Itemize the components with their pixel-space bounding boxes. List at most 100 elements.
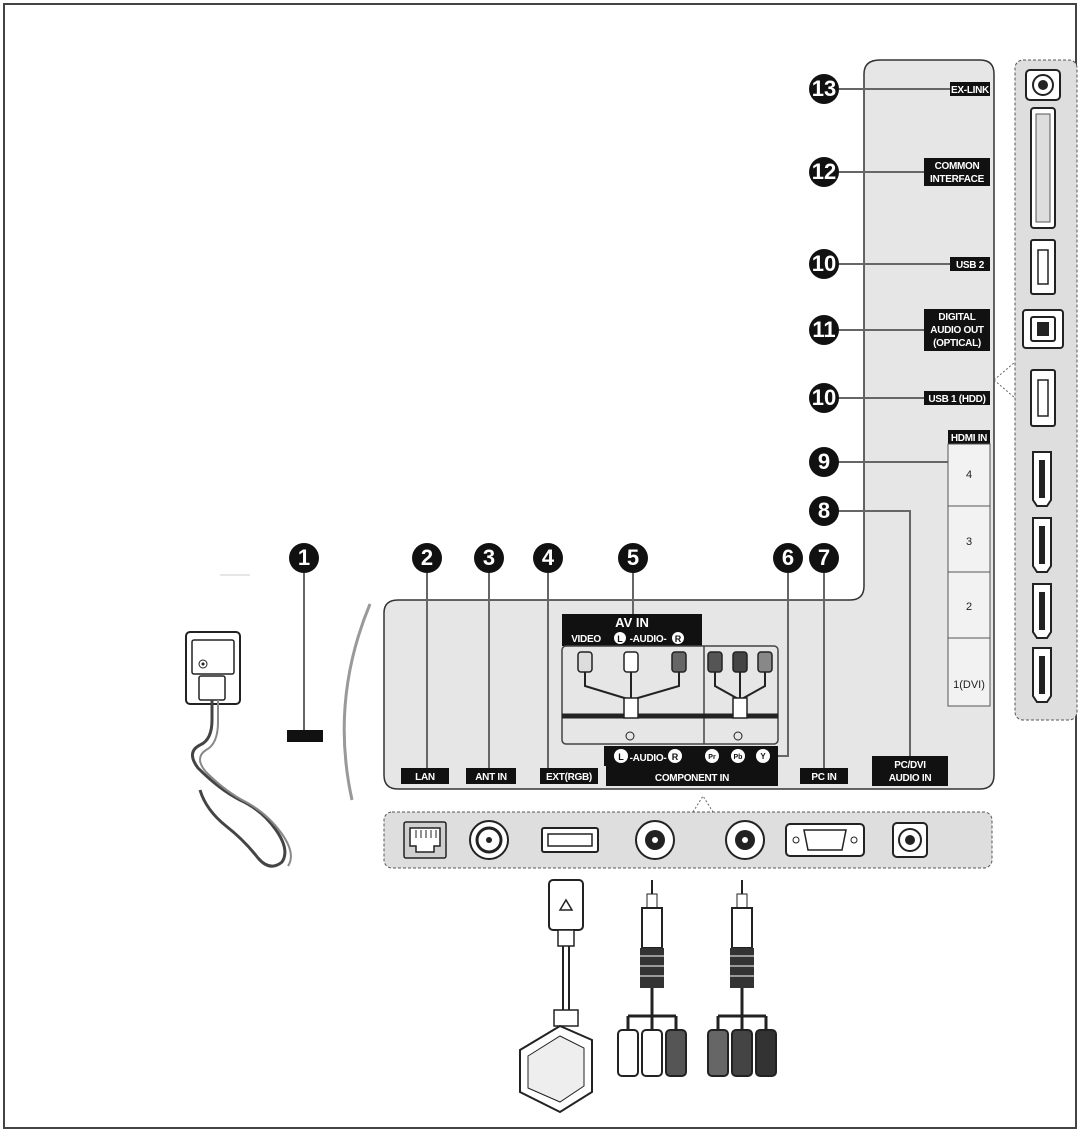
label-pc-dvi-audio-in: PC/DVI AUDIO IN (872, 756, 948, 786)
svg-text:LAN: LAN (415, 772, 435, 783)
ex-link-jack-icon (1025, 69, 1061, 101)
label-ant-in: ANT IN (466, 768, 516, 784)
component-plug-cable-icon (707, 651, 773, 719)
label-common-interface: COMMON INTERFACE (924, 158, 990, 186)
svg-text:11: 11 (812, 317, 835, 342)
label-ex-link: EX-LINK (950, 82, 990, 96)
component-cable-icon (707, 880, 777, 1077)
svg-text:-AUDIO-: -AUDIO- (630, 753, 667, 764)
svg-text:10: 10 (812, 385, 836, 410)
hdmi2-port-icon (1032, 583, 1052, 639)
hdmi1-port-icon (1032, 647, 1052, 703)
svg-text:13: 13 (812, 76, 836, 101)
label-hdmi-in: HDMI IN (948, 430, 990, 444)
callout-10-usb2: 10 (809, 249, 950, 279)
callout-12: 12 (809, 157, 924, 187)
callout-8: 8 (809, 496, 911, 756)
hdmi-2-label: 2 (966, 601, 972, 613)
callout-1: 1 (287, 543, 323, 742)
svg-text:R: R (672, 752, 679, 762)
tv-rear-panel (383, 59, 995, 790)
optical-port-icon (1022, 309, 1064, 349)
svg-text:1: 1 (298, 545, 310, 570)
svg-text:L: L (618, 752, 624, 762)
callout-2: 2 (412, 543, 442, 768)
svg-text:12: 12 (812, 159, 836, 184)
svg-text:3: 3 (483, 545, 495, 570)
svg-text:4: 4 (542, 545, 555, 570)
av-audio-jack-icon (635, 820, 675, 860)
svg-text:Pb: Pb (734, 754, 743, 761)
usb1-port-icon (1030, 369, 1056, 427)
svg-text:Pr: Pr (708, 754, 716, 761)
svg-text:AUDIO OUT: AUDIO OUT (930, 325, 984, 336)
callout-6: 6 (773, 543, 803, 757)
side-strip-pointer (993, 361, 1016, 399)
av-cable-icon (617, 880, 687, 1077)
svg-text:10: 10 (812, 251, 836, 276)
svg-text:R: R (675, 634, 682, 644)
svg-text:EXT(RGB): EXT(RGB) (546, 772, 592, 783)
label-pc-in: PC IN (800, 768, 848, 784)
svg-text:INTERFACE: INTERFACE (930, 174, 985, 185)
label-lan: LAN (401, 768, 449, 784)
svg-text:USB 2: USB 2 (956, 260, 985, 271)
callout-10-usb1: 10 (809, 383, 924, 413)
pc-audio-jack-icon (892, 822, 928, 858)
svg-text:AV IN: AV IN (615, 615, 649, 630)
av-plug-cable-icon (577, 651, 687, 719)
label-digital-audio-out: DIGITAL AUDIO OUT (OPTICAL) (924, 309, 990, 351)
label-usb2: USB 2 (950, 257, 990, 271)
svg-text:L: L (617, 634, 623, 644)
av-in-block: AV IN VIDEO L -AUDIO- R L (561, 614, 779, 786)
svg-text:ANT IN: ANT IN (475, 772, 507, 783)
svg-text:(OPTICAL): (OPTICAL) (933, 338, 981, 349)
scart-port-icon (541, 827, 599, 853)
callout-7: 7 (809, 543, 839, 768)
scart-cable-icon (519, 879, 593, 1114)
hdmi3-port-icon (1032, 517, 1052, 573)
svg-text:PC/DVI: PC/DVI (894, 760, 926, 771)
hdmi4-port-icon (1032, 451, 1052, 507)
svg-text:7: 7 (818, 545, 830, 570)
callout-13: 13 (809, 74, 952, 104)
svg-text:2: 2 (421, 545, 433, 570)
svg-text:-AUDIO-: -AUDIO- (630, 634, 667, 645)
svg-text:Y: Y (760, 752, 766, 761)
svg-text:9: 9 (818, 449, 830, 474)
usb2-port-icon (1030, 239, 1056, 295)
callout-9: 9 (809, 447, 948, 477)
hdmi-3-label: 3 (966, 536, 972, 548)
power-cord-icon (185, 631, 292, 868)
svg-text:6: 6 (782, 545, 794, 570)
power-input-marker (287, 730, 323, 742)
callout-3: 3 (474, 543, 504, 768)
svg-text:PC IN: PC IN (811, 772, 836, 783)
break-line (342, 603, 372, 801)
svg-text:HDMI IN: HDMI IN (951, 433, 987, 444)
antenna-port-icon (469, 820, 509, 860)
svg-text:5: 5 (627, 545, 639, 570)
svg-text:COMPONENT IN: COMPONENT IN (655, 773, 729, 784)
callout-5: 5 (618, 543, 648, 614)
label-usb1-hdd: USB 1 (HDD) (924, 391, 990, 405)
hdmi-4-label: 4 (966, 469, 972, 481)
svg-text:VIDEO: VIDEO (571, 634, 601, 645)
hdmi-port-group: 4 3 2 1(DVI) (947, 443, 991, 707)
lan-port-icon (403, 821, 447, 859)
svg-text:DIGITAL: DIGITAL (938, 312, 975, 323)
common-interface-slot-icon (1030, 107, 1056, 229)
svg-text:COMMON: COMMON (935, 161, 980, 172)
callout-4: 4 (533, 543, 563, 768)
vga-port-icon (785, 823, 865, 857)
callout-11: 11 (809, 315, 924, 345)
svg-text:USB 1 (HDD): USB 1 (HDD) (928, 394, 985, 405)
label-ext-rgb: EXT(RGB) (540, 768, 598, 784)
svg-text:EX-LINK: EX-LINK (951, 85, 990, 96)
svg-text:8: 8 (818, 498, 830, 523)
hdmi-1-dvi-label: 1(DVI) (953, 679, 985, 691)
svg-text:AUDIO IN: AUDIO IN (889, 773, 932, 784)
component-audio-jack-icon (725, 820, 765, 860)
